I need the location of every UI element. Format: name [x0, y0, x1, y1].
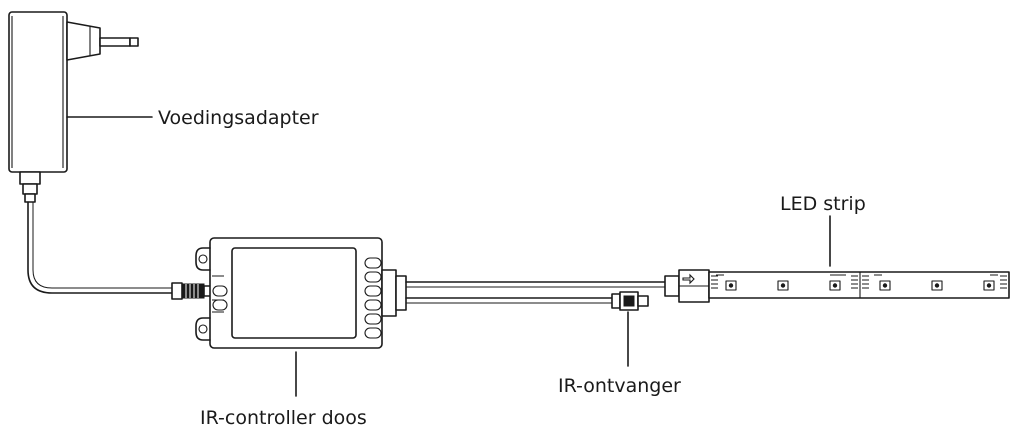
- dc-connector: [171, 282, 213, 300]
- label-ir-receiver: IR-ontvanger: [558, 375, 681, 397]
- led-strip: [708, 271, 1010, 299]
- ir-receiver: [611, 291, 649, 311]
- strip-connector: [664, 269, 710, 303]
- adapter-cable-inner: [32, 201, 173, 289]
- ir-controller-box: [195, 237, 407, 349]
- power-adapter: [8, 11, 139, 203]
- label-adapter: Voedingsadapter: [158, 107, 319, 129]
- label-led-strip: LED strip: [780, 193, 866, 215]
- label-controller-box: IR-controller doos: [200, 407, 367, 429]
- adapter-cable: [27, 201, 173, 294]
